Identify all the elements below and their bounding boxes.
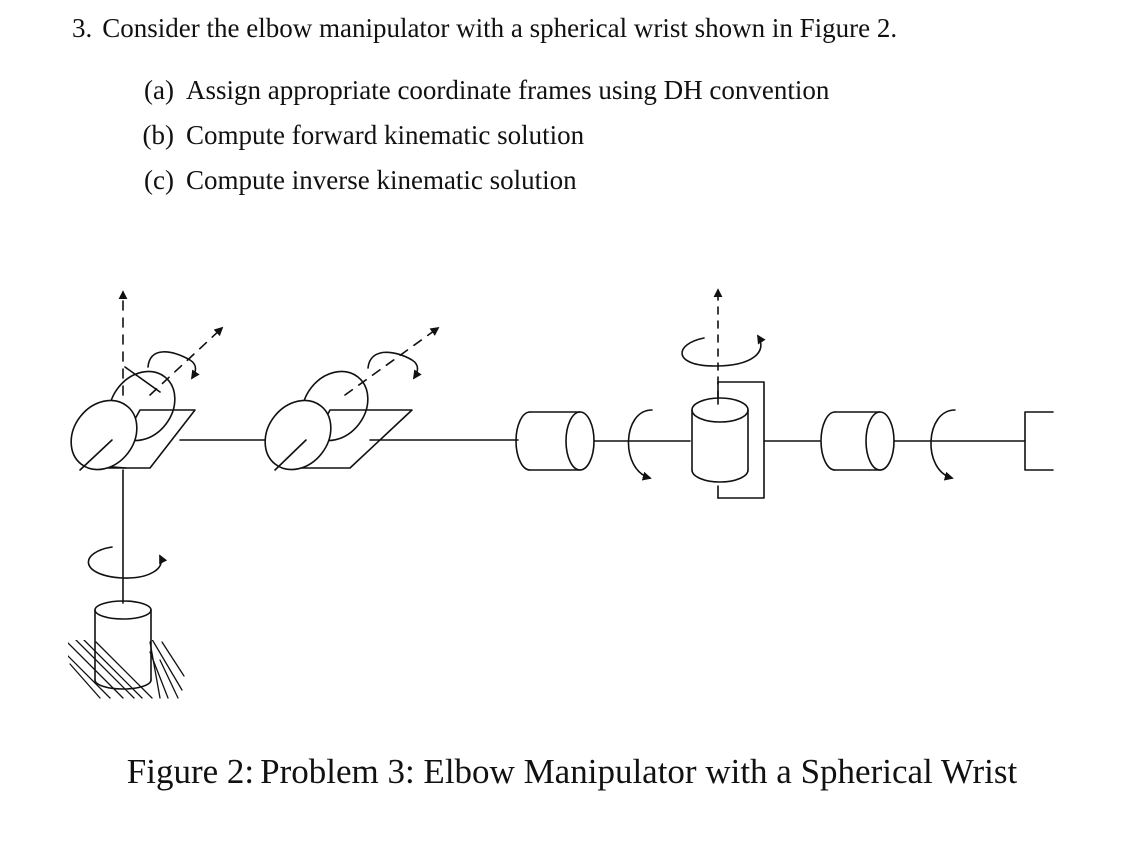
problem-heading: 3. Consider the elbow manipulator with a … <box>72 10 897 46</box>
subpart-tag: (a) <box>144 75 174 105</box>
joint2-rotation-arrow <box>147 351 200 380</box>
figure-label: Figure 2: <box>126 752 255 791</box>
problem-number: 3. <box>72 13 93 43</box>
figure-caption: Figure 2:Problem 3: Elbow Manipulator wi… <box>0 750 1144 794</box>
gripper <box>1024 411 1054 471</box>
subpart-text: Compute forward kinematic solution <box>186 120 585 150</box>
joint3-rotation-arrow <box>367 351 422 380</box>
wrist-pitch-joint <box>691 381 821 499</box>
joint3-axis <box>344 326 440 396</box>
subpart-tag: (c) <box>144 165 174 195</box>
problem-statement: Consider the elbow manipulator with a sp… <box>102 13 898 43</box>
figure-caption-text: Problem 3: Elbow Manipulator with a Sphe… <box>260 752 1018 791</box>
base-cylinder <box>94 600 152 690</box>
subpart-list: (a) Assign appropriate coordinate frames … <box>120 68 830 203</box>
joint1-rotation-arrow <box>87 546 168 579</box>
wrist-roll-cylinder <box>515 411 691 471</box>
elbow-joint <box>264 370 413 471</box>
subpart-text: Assign appropriate coordinate frames usi… <box>186 75 830 105</box>
subpart-text: Compute inverse kinematic solution <box>186 165 577 195</box>
joint2-axis <box>149 326 224 396</box>
joint6-rotation-arrow <box>930 409 956 481</box>
wrist-yaw-cylinder <box>820 411 1026 471</box>
joint5-rotation-arrow <box>681 334 766 367</box>
manipulator-figure <box>0 270 1144 720</box>
subpart-tag: (b) <box>142 120 174 150</box>
joint4-rotation-arrow <box>627 409 653 481</box>
shoulder-joint <box>70 366 196 471</box>
manipulator-diagram <box>68 288 1054 699</box>
subpart-c: (c) Compute inverse kinematic solution <box>120 158 829 203</box>
subpart-a: (a) Assign appropriate coordinate frames … <box>120 68 829 113</box>
subpart-b: (b) Compute forward kinematic solution <box>120 113 829 158</box>
